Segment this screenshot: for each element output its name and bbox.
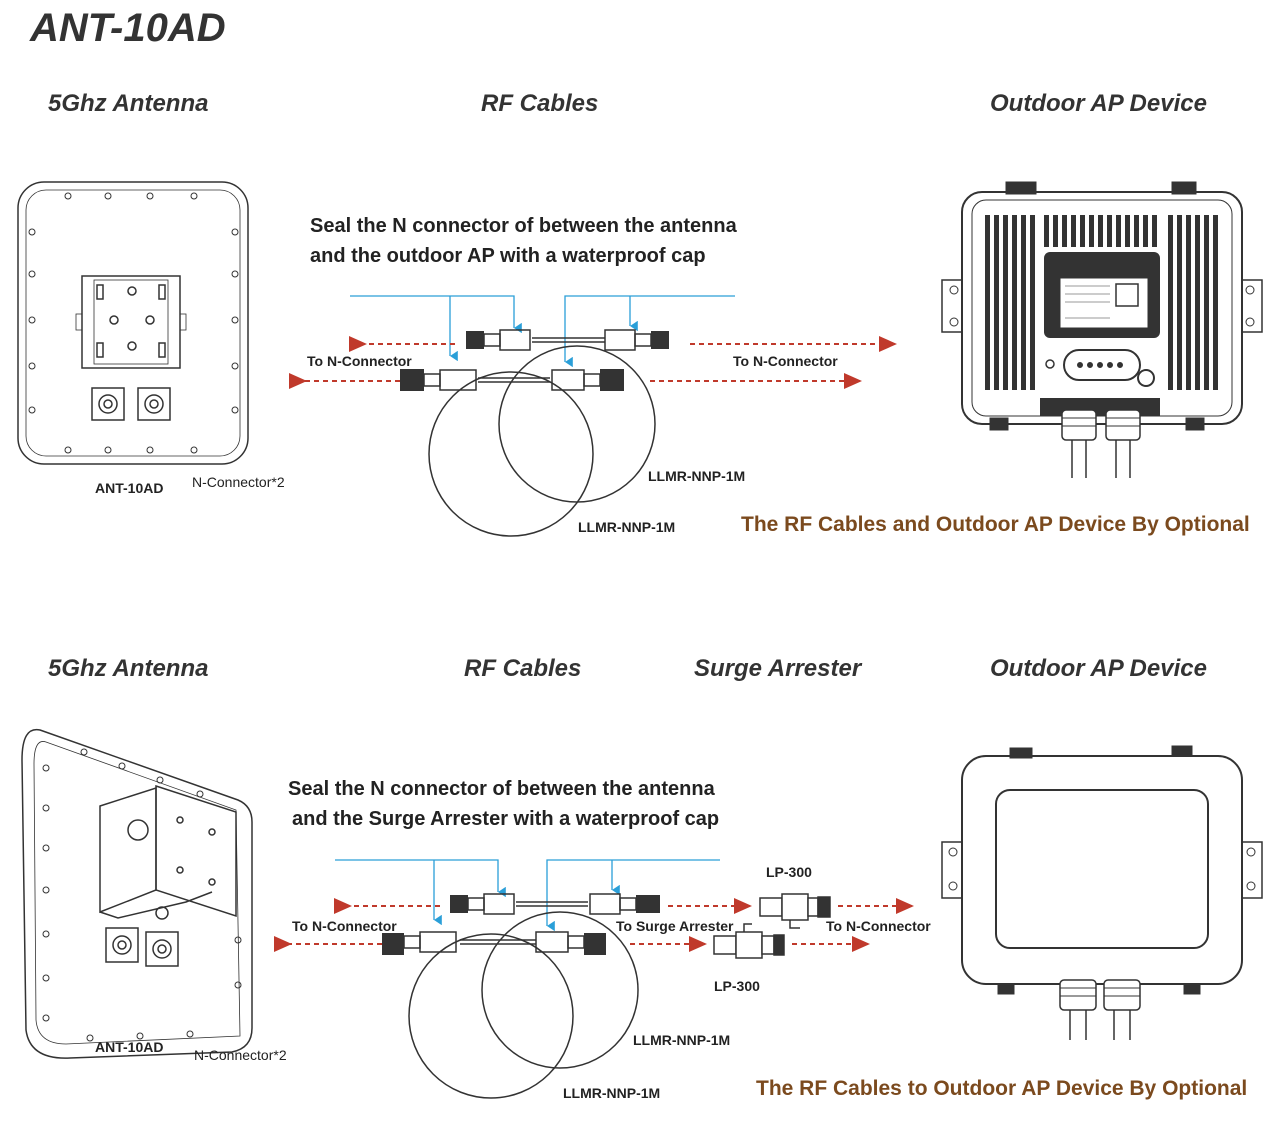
ap-device-1 — [941, 181, 1263, 478]
section2-connectors-label: N-Connector*2 — [194, 1047, 287, 1063]
antenna-angled-2 — [21, 728, 253, 1059]
section2-optional-note: The RF Cables to Outdoor AP Device By Op… — [756, 1077, 1248, 1100]
section2-to-n-right: To N-Connector — [826, 918, 931, 934]
section2-to-n-left: To N-Connector — [292, 918, 397, 934]
section1-to-n-right: To N-Connector — [733, 353, 838, 369]
section2-model-label: ANT-10AD — [95, 1039, 164, 1055]
section2-seal-line2: and the Surge Arrester with a waterproof… — [292, 808, 720, 830]
section2-cable-label-a: LLMR-NNP-1M — [633, 1032, 731, 1048]
section1-seal-line2: and the outdoor AP with a waterproof cap — [310, 245, 706, 267]
section1-cables-heading: RF Cables — [481, 90, 599, 117]
section2-surge-heading: Surge Arrester — [694, 655, 862, 682]
section1-cable-label-b: LLMR-NNP-1M — [578, 519, 676, 535]
section1-connectors-label: N-Connector*2 — [192, 474, 285, 490]
section1-cable-label-a: LLMR-NNP-1M — [648, 468, 746, 484]
section1-seal-line1: Seal the N connector of between the ante… — [310, 215, 737, 237]
section2-lp-bottom: LP-300 — [714, 978, 760, 994]
section1-optional-note: The RF Cables and Outdoor AP Device By O… — [741, 513, 1250, 536]
antenna-front-1 — [17, 181, 249, 465]
section1-to-n-left: To N-Connector — [307, 353, 412, 369]
section1-model-label: ANT-10AD — [95, 480, 164, 496]
section2-antenna-heading: 5Ghz Antenna — [48, 655, 209, 682]
section1-antenna-heading: 5Ghz Antenna — [48, 90, 209, 117]
section2-lp-top: LP-300 — [766, 864, 812, 880]
section2-cables-heading: RF Cables — [464, 655, 582, 682]
section2-ap-heading: Outdoor AP Device — [990, 655, 1207, 682]
rf-cables-2 — [274, 859, 914, 1099]
ap-device-2 — [941, 745, 1263, 1040]
surge-arrester-2 — [713, 893, 831, 959]
section1-ap-heading: Outdoor AP Device — [990, 90, 1207, 117]
section2-cable-label-b: LLMR-NNP-1M — [563, 1085, 661, 1101]
page-title: ANT-10AD — [30, 6, 226, 50]
section2-to-surge: To Surge Arrester — [616, 918, 734, 934]
section2-seal-line1: Seal the N connector of between the ante… — [288, 778, 715, 800]
rf-cables-1 — [289, 295, 897, 537]
